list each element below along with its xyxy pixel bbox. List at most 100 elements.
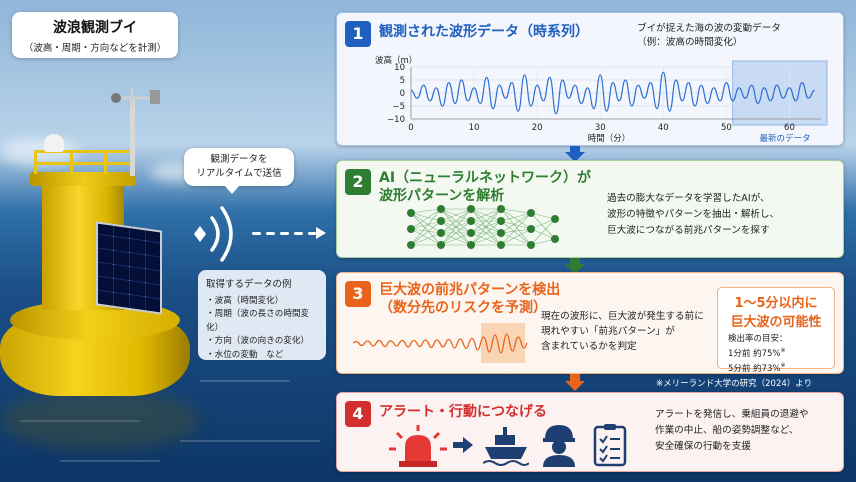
step-2-title-1: AI（ニューラルネットワーク）が xyxy=(379,170,592,186)
step-2-number: 2 xyxy=(345,169,371,195)
nn-connection xyxy=(410,212,442,234)
wave-series-line xyxy=(410,71,815,115)
flow-arrow xyxy=(570,374,580,381)
nn-node xyxy=(467,241,475,249)
nn-connection xyxy=(500,208,532,230)
nn-connection xyxy=(410,212,442,246)
buoy-deck xyxy=(30,172,136,186)
signal-dash xyxy=(252,232,261,235)
nn-connection xyxy=(500,212,532,246)
step-4-panel: 4 アラート・行動につなげる アラートを発信し、乗組員の退避や 作業の中止、船の… xyxy=(336,392,844,472)
signal-arrow-icon xyxy=(316,227,326,239)
nn-connection xyxy=(530,218,556,230)
data-example-item: ・周期（波の長さの時間変化） xyxy=(206,309,310,333)
step-3-desc-3: 含まれているかを判定 xyxy=(541,341,637,352)
buoy-title: 波浪観測ブイ xyxy=(53,20,137,36)
nn-connection xyxy=(410,220,442,246)
step-2-desc-2: 波形の特徴やパターンを抽出・解析し、 xyxy=(607,209,780,220)
step-4-title: アラート・行動につなげる xyxy=(379,404,547,420)
detection-rate-1: 1分前 約75%※ xyxy=(728,347,786,359)
signal-dash xyxy=(266,232,275,235)
buoy-rail xyxy=(34,150,135,153)
signal-dash xyxy=(294,232,303,235)
buoy-title-box: 波浪観測ブイ （波高・周期・方向などを計測） xyxy=(12,12,178,58)
step-3-panel: 3 巨大波の前兆パターンを検出 （数分先のリスクを予測） 現在の波形に、巨大波が… xyxy=(336,272,844,374)
chart-x-tick-label: 20 xyxy=(532,123,543,133)
water-ripple xyxy=(180,440,320,442)
flow-arrow-icon xyxy=(565,264,585,274)
nn-node xyxy=(437,217,445,225)
transmit-bubble: 観測データを リアルタイムで送信 xyxy=(184,148,294,194)
nn-node xyxy=(467,217,475,225)
chart-y-tick-label: 10 xyxy=(394,63,405,73)
sensor-mast xyxy=(130,96,135,176)
nn-node xyxy=(497,205,505,213)
step-4-desc-1: アラートを発信し、乗組員の退避や xyxy=(655,409,809,420)
nn-node xyxy=(527,209,535,217)
detection-rate-2: 5分前 約73%※ xyxy=(728,361,786,374)
alarm-light-icon xyxy=(389,425,447,467)
nn-node xyxy=(437,229,445,237)
nn-node xyxy=(437,205,445,213)
worker-icon xyxy=(543,425,575,467)
signal-icon xyxy=(194,206,233,262)
nn-connection xyxy=(440,220,472,246)
arrow-right-icon xyxy=(453,437,473,453)
nn-node xyxy=(497,229,505,237)
step-1-panel: 1 観測された波形データ（時系列） ブイが捉えた海の波の変動データ （例：波高の… xyxy=(336,12,844,146)
nn-node xyxy=(437,241,445,249)
nn-connection xyxy=(530,218,556,246)
nn-connection xyxy=(440,208,472,246)
chart-ylabel: 波高（m） xyxy=(375,55,417,66)
nn-connection xyxy=(410,212,442,222)
nn-node xyxy=(467,205,475,213)
nn-connection xyxy=(470,208,502,246)
chart-x-tick-label: 30 xyxy=(595,123,606,133)
nn-connection xyxy=(470,208,502,234)
chart-x-tick-label: 40 xyxy=(658,123,669,133)
nn-connection xyxy=(470,208,502,222)
step-3-title-1: 巨大波の前兆パターンを検出 xyxy=(379,282,561,298)
neural-network-icon xyxy=(407,205,559,249)
step-4-desc-3: 安全確保の行動を支援 xyxy=(655,441,751,452)
chart-x-tick-label: 0 xyxy=(408,123,413,133)
buoy-reflection xyxy=(0,390,200,450)
data-example-box: 取得するデータの例 ・波高（時間変化） ・周期（波の長さの時間変化） ・方向（波… xyxy=(198,270,326,360)
antenna-dome xyxy=(44,134,64,152)
nn-connection xyxy=(530,238,556,246)
signal-dash xyxy=(280,232,289,235)
step-1-number: 1 xyxy=(345,21,371,47)
ship-icon xyxy=(483,427,529,466)
nn-node xyxy=(467,229,475,237)
nn-connection xyxy=(410,208,442,214)
bubble-line-1: 観測データを xyxy=(210,154,268,165)
nn-connection xyxy=(410,220,442,230)
step-2-desc-1: 過去の膨大なデータを学習したAIが、 xyxy=(607,193,770,204)
nn-connection xyxy=(500,208,532,246)
nn-connection xyxy=(530,212,556,240)
nn-connection xyxy=(410,228,442,234)
data-example-heading: 取得するデータの例 xyxy=(206,279,292,290)
flow-arrow xyxy=(570,146,580,152)
signal-dash xyxy=(308,232,316,235)
chart-xlabel: 時間（分） xyxy=(588,133,631,144)
step-3-desc-1: 現在の波形に、巨大波が発生する前に xyxy=(541,311,704,322)
precursor-wave-icon xyxy=(353,323,528,363)
flow-arrow xyxy=(570,258,580,264)
nn-connection xyxy=(500,212,532,234)
step-4-desc-2: 作業の中止、船の姿勢調整など、 xyxy=(655,425,799,436)
precursor-wave-line xyxy=(353,333,528,354)
cloud xyxy=(0,140,80,166)
data-example-item: ・水位の変動 など xyxy=(206,349,284,360)
buoy-subtitle: （波高・周期・方向などを計測） xyxy=(23,43,167,54)
chart-y-tick-label: −5 xyxy=(392,102,405,112)
nn-node xyxy=(551,215,559,223)
source-note: ※メリーランド大学の研究（2024）より xyxy=(656,379,813,389)
nn-node xyxy=(407,209,415,217)
step-3-title-2: （数分先のリスクを予測） xyxy=(379,300,547,316)
nn-connection xyxy=(410,208,442,246)
chart-y-tick-label: −10 xyxy=(387,115,405,125)
risk-highlight-box: 1〜5分以内に 巨大波の可能性 検出率の目安： 1分前 約75%※ 5分前 約7… xyxy=(717,287,835,374)
nn-node xyxy=(407,225,415,233)
chart-x-tick-label: 10 xyxy=(469,123,480,133)
